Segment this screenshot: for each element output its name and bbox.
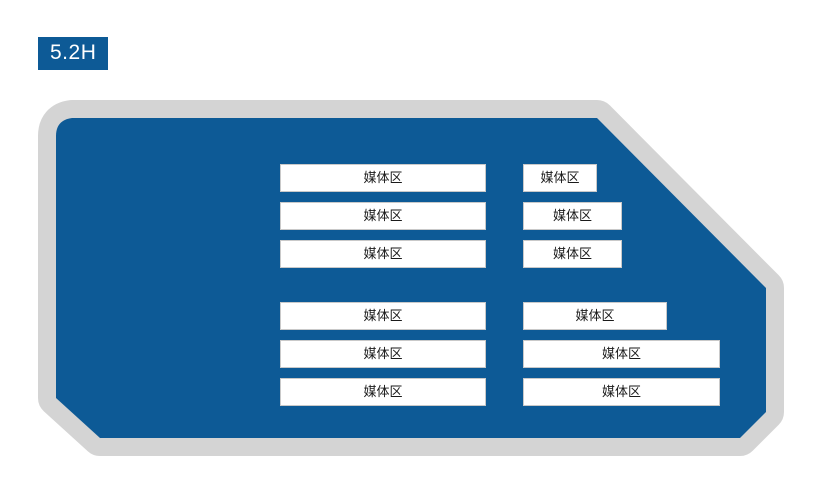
media-zone: 媒体区 [523,202,622,230]
hall-badge: 5.2H [38,37,109,70]
media-zone: 媒体区 [523,240,622,268]
media-zone: 媒体区 [523,302,667,330]
media-zone: 媒体区 [280,202,486,230]
media-zone: 媒体区 [523,378,720,406]
media-zone: 媒体区 [280,378,486,406]
media-zone: 媒体区 [280,240,486,268]
media-zone: 媒体区 [280,164,486,192]
media-zone: 媒体区 [523,340,720,368]
media-zone: 媒体区 [523,164,597,192]
media-zone: 媒体区 [280,340,486,368]
media-zone: 媒体区 [280,302,486,330]
